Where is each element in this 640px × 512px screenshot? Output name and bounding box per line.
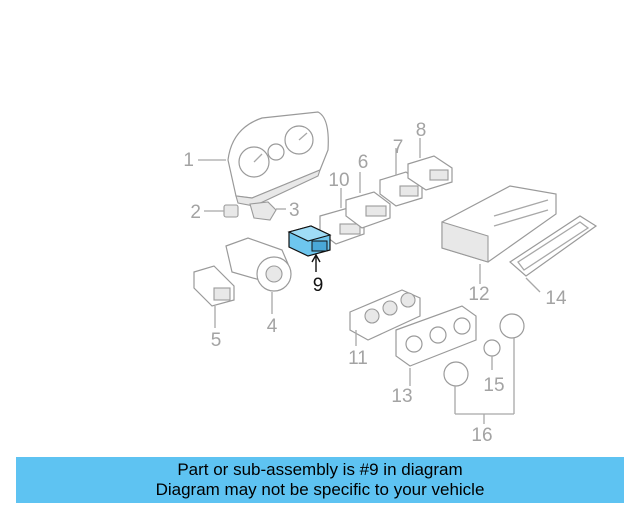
banner-line-1: Part or sub-assembly is #9 in diagram <box>177 460 463 479</box>
part-4-light-switch <box>225 237 292 314</box>
callout-4: 4 <box>267 316 278 337</box>
part-3-switch <box>249 201 286 221</box>
info-banner: Part or sub-assembly is #9 in diagram Di… <box>16 457 624 503</box>
callout-6: 6 <box>358 152 369 173</box>
part-13-control-panel <box>395 305 477 386</box>
callout-10: 10 <box>328 170 349 191</box>
callout-7: 7 <box>393 137 404 158</box>
part-12-climate-control <box>441 185 557 284</box>
callout-3: 3 <box>289 200 300 221</box>
part-11-heater-control <box>349 289 421 346</box>
banner-line-2: Diagram may not be specific to your vehi… <box>155 480 485 499</box>
part-5-switch-module <box>193 265 235 328</box>
part-14-trim-panel <box>509 215 598 293</box>
part-8-switch-block <box>407 138 453 191</box>
callout-9-highlighted: 9 <box>313 275 324 296</box>
part-9-highlighted-switch <box>287 225 332 272</box>
callout-14: 14 <box>545 288 567 309</box>
callout-12: 12 <box>468 284 489 305</box>
callout-1: 1 <box>183 150 194 171</box>
callout-16: 16 <box>471 425 492 446</box>
callout-11: 11 <box>348 348 368 369</box>
callout-5: 5 <box>211 330 222 351</box>
part-1-instrument-cluster <box>198 111 329 207</box>
callout-13: 13 <box>391 386 412 407</box>
callout-15: 15 <box>483 375 504 396</box>
part-6-switch-block <box>345 172 391 229</box>
callout-2: 2 <box>190 202 201 223</box>
part-16-knobs <box>443 313 525 424</box>
part-15-knob <box>483 339 501 370</box>
callout-8: 8 <box>416 120 427 141</box>
part-2-switch <box>204 204 239 218</box>
